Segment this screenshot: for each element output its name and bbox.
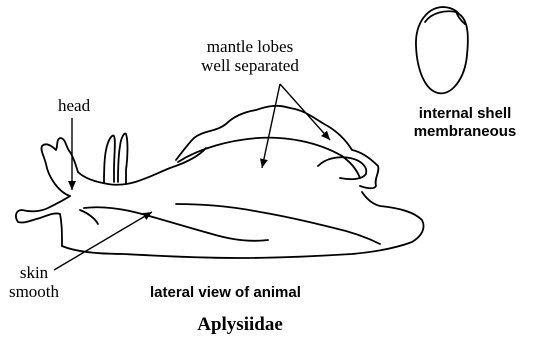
- head-groove: [80, 210, 98, 224]
- head-outline: [16, 196, 70, 246]
- skin-label-line2: smooth: [4, 282, 64, 301]
- skin-label-line1: skin: [4, 263, 64, 282]
- foot-outline: [176, 204, 380, 244]
- head-label: head: [58, 96, 90, 115]
- mantle-arrow-right: [280, 84, 330, 140]
- internal-shell-label-line1: internal shell: [385, 105, 540, 123]
- mantle-lobes-label: mantle lobes well separated: [170, 37, 330, 75]
- mantle-lobes-label-line2: well separated: [170, 56, 330, 75]
- mantle-arrow-left: [262, 84, 280, 168]
- internal-shell-label: internal shell membraneous: [385, 105, 540, 141]
- rhinophore-left: [104, 136, 115, 182]
- family-name-title: Aplysiidae: [140, 314, 340, 336]
- internal-shell-label-line2: membraneous: [385, 123, 540, 141]
- skin-arrow: [54, 212, 152, 270]
- mantle-lobes-label-line1: mantle lobes: [170, 37, 330, 56]
- skin-label: skin smooth: [4, 263, 64, 301]
- rhinophore-right: [118, 134, 128, 184]
- body-lower-outline: [62, 192, 424, 258]
- body-dorsal-outline: [78, 148, 206, 185]
- mantle-lobe-outer: [176, 106, 378, 188]
- lateral-view-caption: lateral view of animal: [150, 284, 301, 302]
